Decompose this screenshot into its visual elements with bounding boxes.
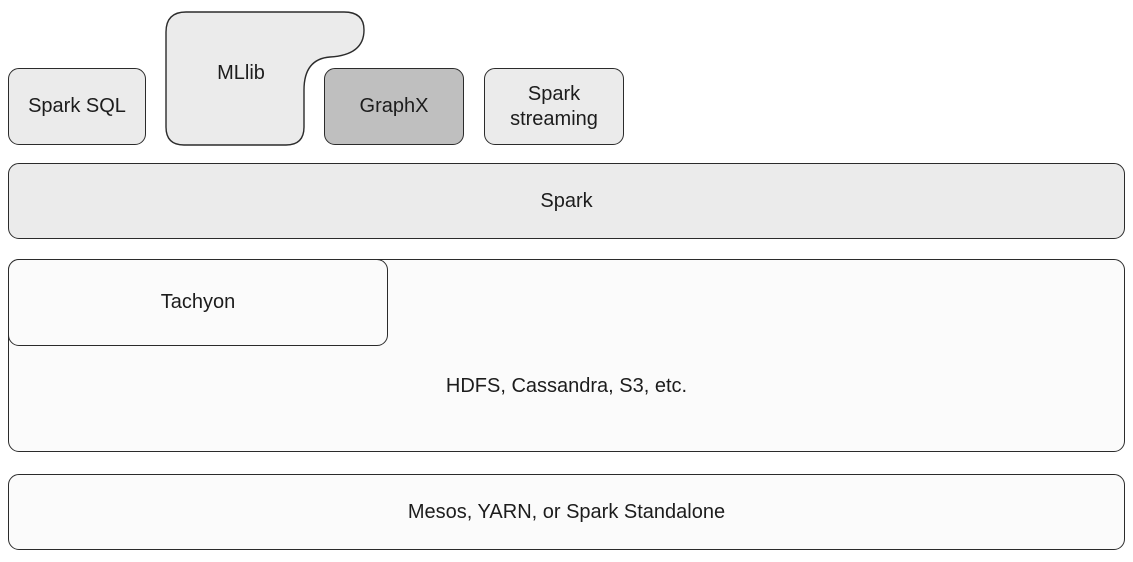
tachyon-label: Tachyon	[160, 291, 236, 313]
spark-sql-label: Spark SQL	[28, 95, 126, 117]
spark-core-box: Spark	[8, 163, 1125, 239]
cluster-manager-label: Mesos, YARN, or Spark Standalone	[407, 500, 726, 523]
graphx-label: GraphX	[359, 95, 429, 117]
spark-sql-box: Spark SQL	[8, 68, 146, 145]
spark-streaming-box: Spark streaming	[484, 68, 624, 145]
graphx-box: GraphX	[324, 68, 464, 145]
mllib-label: MLlib	[217, 62, 265, 84]
spark-streaming-label: Spark streaming	[510, 82, 598, 130]
cluster-manager-box: Mesos, YARN, or Spark Standalone	[8, 474, 1125, 550]
tachyon-box: Tachyon	[8, 259, 388, 346]
spark-core-label: Spark	[540, 189, 593, 212]
storage-label: HDFS, Cassandra, S3, etc.	[445, 375, 688, 397]
